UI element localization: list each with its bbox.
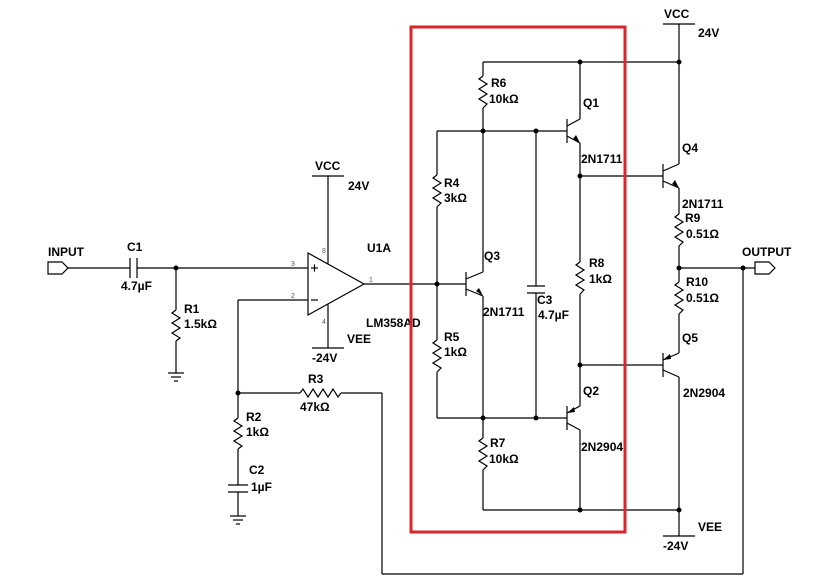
resistor-r4 (431, 174, 443, 208)
resistor-r2 (232, 417, 244, 485)
output-port (754, 261, 776, 275)
junction-dot (434, 281, 440, 287)
junction-dot (676, 507, 682, 513)
u1a-value: LM358AD (366, 316, 421, 330)
r7-name: R7 (490, 436, 506, 450)
r2-name: R2 (246, 410, 262, 424)
pin-label: 1 (369, 277, 373, 284)
resistor-r8 (574, 261, 586, 295)
r1-value: 1.5kΩ (184, 317, 217, 331)
vcc-left-label: VCC (315, 159, 341, 173)
transistor-q4 (662, 163, 680, 189)
r10-value: 0.51Ω (686, 291, 719, 305)
r3-value: 47kΩ (300, 400, 330, 414)
c3-value: 4.7µF (538, 308, 569, 322)
q2-value: 2N2904 (581, 440, 623, 454)
junction-dot (577, 59, 583, 65)
transistor-q5 (662, 352, 680, 378)
junction-dot (533, 415, 539, 421)
r10-name: R10 (686, 275, 708, 289)
ground-symbol (168, 372, 184, 382)
highlight-box (409, 25, 627, 534)
junction-dot (480, 415, 486, 421)
input-port (47, 261, 130, 275)
vee-left-value: -24V (312, 351, 337, 365)
r6-name: R6 (491, 76, 507, 90)
junction-dot (577, 362, 583, 368)
junction-dot (480, 128, 486, 134)
capacitor-c1 (129, 258, 296, 278)
r9-value: 0.51Ω (686, 227, 719, 241)
vcc-left-value: 24V (348, 179, 369, 193)
junction-dot (577, 507, 583, 513)
r8-value: 1kΩ (589, 272, 612, 286)
pin-label: 3 (291, 261, 295, 268)
resistor-r3 (299, 268, 744, 575)
vcc-right-label: VCC (664, 7, 690, 21)
capacitor-c2 (228, 484, 248, 516)
resistor-r6 (477, 75, 489, 109)
r7-value: 10kΩ (489, 452, 519, 466)
pin-label: 2 (291, 293, 295, 300)
c1-value: 4.7µF (121, 279, 152, 293)
c2-name: C2 (249, 463, 265, 477)
junction-dot (235, 390, 241, 396)
transistor-q3 (465, 271, 484, 297)
pin-label: 4 (322, 319, 326, 326)
c1-name: C1 (127, 240, 143, 254)
q5-name: Q5 (682, 331, 698, 345)
q3-name: Q3 (484, 249, 500, 263)
transistor-q1 (566, 118, 581, 144)
output-label: OUTPUT (742, 245, 792, 259)
q2-name: Q2 (583, 384, 599, 398)
q5-value: 2N2904 (683, 386, 725, 400)
junction-dot (676, 265, 682, 271)
junction-dot (577, 173, 583, 179)
resistor-r5 (431, 339, 443, 373)
r4-name: R4 (444, 176, 460, 190)
r5-name: R5 (444, 330, 460, 344)
q1-name: Q1 (583, 96, 599, 110)
r2-value: 1kΩ (246, 425, 269, 439)
r4-value: 3kΩ (444, 191, 467, 205)
junction-dot (740, 265, 746, 271)
transistor-q2 (566, 405, 581, 431)
r6-value: 10kΩ (489, 92, 519, 106)
ground-symbol (230, 515, 246, 525)
driver-wiring (382, 61, 679, 511)
feedback-wire (237, 299, 300, 418)
vcc-right-value: 24V (698, 26, 719, 40)
q4-value: 2N1711 (682, 197, 724, 211)
pin-label: 8 (322, 248, 326, 255)
r5-value: 1kΩ (444, 345, 467, 359)
input-label: INPUT (48, 245, 85, 259)
u1a-name: U1A (367, 241, 391, 255)
vee-right-label: VEE (698, 520, 722, 534)
vee-left-label: VEE (347, 332, 371, 346)
r1-name: R1 (184, 302, 200, 316)
r8-name: R8 (589, 256, 605, 270)
c3-name: C3 (537, 293, 553, 307)
q1-value: 2N1711 (581, 152, 623, 166)
c2-value: 1µF (251, 480, 272, 494)
junction-dot (676, 59, 682, 65)
opamp-u1a (296, 176, 382, 348)
junction-dot (533, 128, 539, 134)
vee-right-value: -24V (663, 539, 688, 553)
r3-name: R3 (308, 372, 324, 386)
q4-name: Q4 (682, 141, 698, 155)
q3-value: 2N1711 (483, 305, 525, 319)
resistor-r7 (477, 437, 489, 471)
resistor-r1 (170, 268, 182, 373)
resistor-r10 (673, 281, 685, 315)
resistor-r9 (673, 213, 685, 247)
r9-name: R9 (685, 211, 701, 225)
capacitor-c3 (527, 285, 545, 294)
